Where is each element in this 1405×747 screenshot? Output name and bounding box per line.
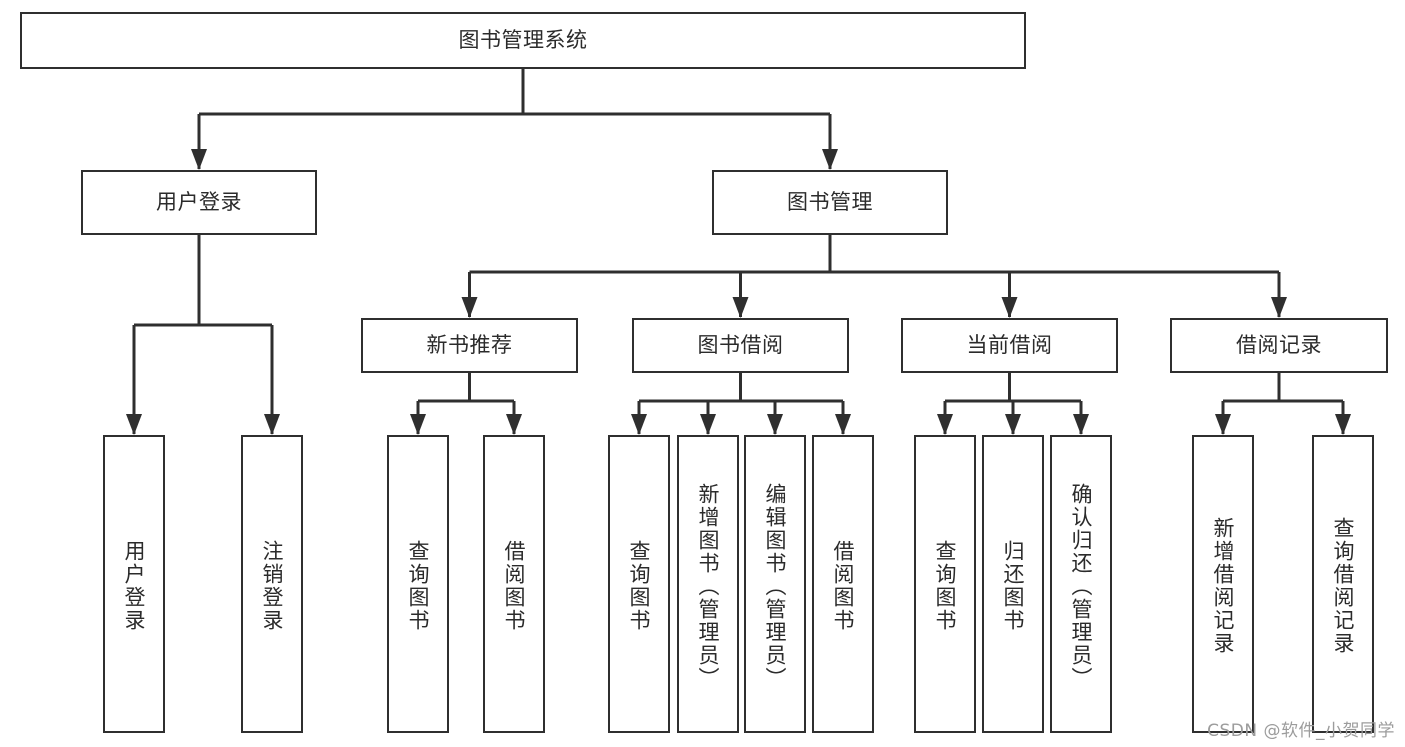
node-label: 查询图书 [627, 540, 652, 632]
node-label: 查询图书 [406, 540, 431, 632]
node-label: 确认归还（管理员） [1069, 482, 1094, 690]
node-leaf-bor-1[interactable]: 查询图书 [608, 435, 670, 733]
node-records[interactable]: 借阅记录 [1170, 318, 1388, 373]
node-label: 新书推荐 [426, 333, 513, 358]
node-label: 查询借阅记录 [1331, 517, 1356, 655]
node-label: 借阅图书 [502, 540, 527, 632]
node-login[interactable]: 用户登录 [81, 170, 317, 235]
node-label: 图书管理 [787, 190, 873, 215]
node-leaf-new-2[interactable]: 借阅图书 [483, 435, 545, 733]
node-leaf-rec-1[interactable]: 新增借阅记录 [1192, 435, 1254, 733]
node-label: 当前借阅 [966, 333, 1053, 358]
node-label: 用户登录 [122, 540, 147, 632]
node-label: 注销登录 [260, 540, 285, 632]
node-leaf-login-1[interactable]: 用户登录 [103, 435, 165, 733]
node-label: 新增图书（管理员） [696, 482, 721, 690]
node-label: 借阅记录 [1236, 333, 1322, 358]
node-leaf-cur-3[interactable]: 确认归还（管理员） [1050, 435, 1112, 733]
node-label: 图书管理系统 [458, 28, 588, 53]
node-label: 查询图书 [933, 540, 958, 632]
node-leaf-cur-2[interactable]: 归还图书 [982, 435, 1044, 733]
node-current[interactable]: 当前借阅 [901, 318, 1118, 373]
node-label: 编辑图书（管理员） [763, 482, 788, 690]
node-borrow[interactable]: 图书借阅 [632, 318, 849, 373]
node-leaf-bor-2[interactable]: 新增图书（管理员） [677, 435, 739, 733]
node-leaf-cur-1[interactable]: 查询图书 [914, 435, 976, 733]
node-label: 用户登录 [156, 190, 242, 215]
node-label: 新增借阅记录 [1211, 517, 1236, 655]
node-leaf-new-1[interactable]: 查询图书 [387, 435, 449, 733]
node-label: 图书借阅 [697, 333, 784, 358]
node-leaf-bor-3[interactable]: 编辑图书（管理员） [744, 435, 806, 733]
node-root[interactable]: 图书管理系统 [20, 12, 1026, 69]
node-leaf-login-2[interactable]: 注销登录 [241, 435, 303, 733]
node-leaf-rec-2[interactable]: 查询借阅记录 [1312, 435, 1374, 733]
node-newbook[interactable]: 新书推荐 [361, 318, 578, 373]
node-leaf-bor-4[interactable]: 借阅图书 [812, 435, 874, 733]
node-label: 归还图书 [1001, 540, 1026, 632]
node-label: 借阅图书 [831, 540, 856, 632]
node-bookmgmt[interactable]: 图书管理 [712, 170, 948, 235]
